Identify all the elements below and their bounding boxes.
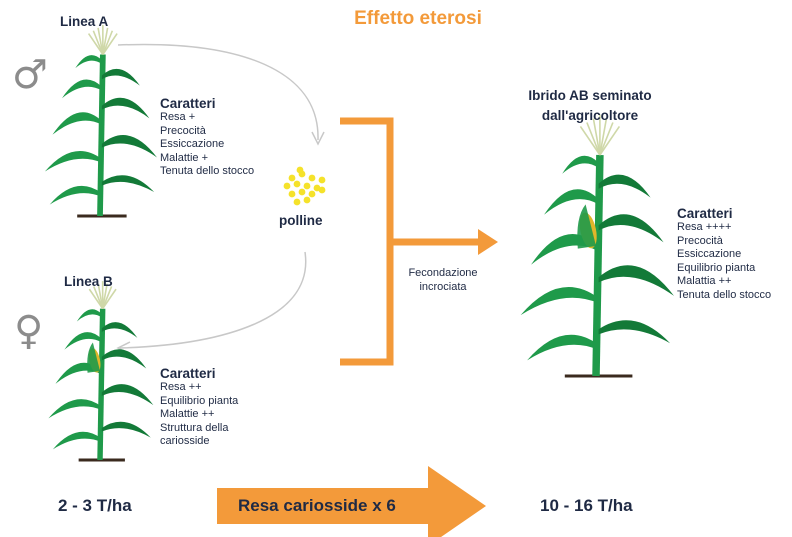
- yield-hybrid: 10 - 16 T/ha: [540, 496, 633, 515]
- hybrid-title-line1: Ibrido AB seminato: [528, 88, 652, 103]
- line-b-label: Linea B: [64, 274, 113, 289]
- hybrid-title: Ibrido AB seminato dall'agricoltore: [500, 86, 680, 126]
- trait-item: Malattia ++: [677, 275, 732, 288]
- crossing-label-line1: Fecondazione: [408, 267, 478, 279]
- trait-item: Precocità: [160, 124, 206, 137]
- pollen-label: polline: [279, 213, 323, 228]
- hybrid-title-line2: dall'agricoltore: [541, 108, 639, 123]
- crossing-label-line2: incrociata: [419, 281, 467, 293]
- trait-item: Tenuta dello stocco: [677, 288, 772, 301]
- trait-item: Resa ++++: [677, 221, 732, 233]
- corn-plant-line-a-icon: [44, 25, 157, 218]
- trait-item: Malattie +: [160, 151, 208, 164]
- corn-plant-hybrid-icon: [520, 114, 674, 378]
- line-a-traits-list: Resa + Precocità Essiccazione Malattie +…: [160, 111, 254, 179]
- male-symbol-icon: ♂: [12, 52, 48, 98]
- line-a-label: Linea A: [60, 14, 109, 29]
- hybrid-traits-title: Caratteri: [677, 206, 733, 221]
- line-a-traits-title: Caratteri: [160, 96, 216, 111]
- pollen-flow-arrow-bottom: [116, 251, 307, 355]
- line-b-traits: Caratteri Resa ++ Equilibrio pianta Mala…: [160, 366, 238, 449]
- trait-item: Resa +: [160, 111, 196, 123]
- trait-item: Equilibrio pianta: [160, 394, 239, 407]
- trait-item: Resa ++: [160, 381, 202, 393]
- female-symbol-icon: ♀: [14, 308, 44, 354]
- trait-item: Essiccazione: [160, 138, 225, 151]
- trait-item: Essiccazione: [677, 248, 742, 261]
- yield-arrow: [217, 466, 486, 537]
- hybrid-traits-list: Resa ++++ Precocità Essiccazione Equilib…: [677, 221, 771, 303]
- pollen-flow-arrow-top: [117, 43, 325, 146]
- yield-parent-lines: 2 - 3 T/ha: [58, 496, 132, 515]
- diagram-title: Effetto eterosi: [354, 8, 482, 29]
- pollen-icon: [283, 166, 326, 206]
- trait-item: Struttura della: [160, 421, 229, 434]
- line-a-traits: Caratteri Resa + Precocità Essiccazione …: [160, 96, 254, 179]
- trait-item: Tenuta dello stocco: [160, 165, 255, 178]
- hybrid-traits: Caratteri Resa ++++ Precocità Essiccazio…: [677, 206, 771, 303]
- trait-item: cariosside: [160, 435, 210, 448]
- yield-arrow-label: Resa cariosside x 6: [238, 496, 396, 515]
- trait-item: Equilibrio pianta: [677, 261, 756, 274]
- line-b-traits-list: Resa ++ Equilibrio pianta Malattie ++ St…: [160, 381, 238, 449]
- line-b-traits-title: Caratteri: [160, 366, 216, 381]
- trait-item: Malattie ++: [160, 408, 215, 421]
- crossing-bracket: [340, 117, 498, 366]
- corn-plant-line-b-icon: [48, 281, 154, 462]
- crossing-label: Fecondazione incrociata: [392, 266, 494, 294]
- trait-item: Precocità: [677, 234, 723, 247]
